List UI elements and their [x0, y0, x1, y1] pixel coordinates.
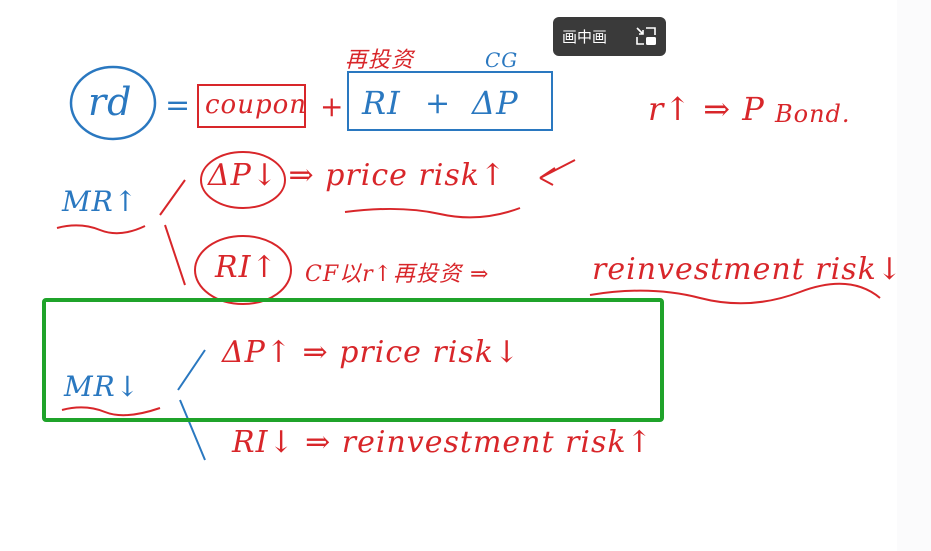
cf-note-text: CF以r↑再投资 ⇒ — [305, 262, 490, 287]
branch-lines-up — [159, 179, 186, 286]
price-risk-up-text: ΔP↓ ⇒ price risk↑ — [208, 158, 507, 193]
ri-text: RI — [362, 84, 401, 122]
coupon-box — [197, 84, 306, 128]
mr-down-text: MR↓ — [64, 370, 141, 403]
reinvestment-risk-down-text: reinvestment risk↓ — [592, 252, 903, 287]
bond-text: Bond. — [775, 100, 851, 128]
price-risk-down-text: ΔP↑ ⇒ price risk↓ — [222, 335, 521, 370]
plus-text: + — [320, 90, 345, 123]
dp-circle — [200, 151, 286, 209]
underline-price-risk — [344, 207, 521, 219]
rd-circle — [69, 65, 157, 141]
underline-mr-down — [61, 406, 161, 417]
mr-up-text: MR↑ — [62, 185, 139, 218]
ri-circle — [194, 235, 292, 305]
reinvest-cn-text: 再投资 — [345, 48, 415, 73]
plus-text: + — [425, 86, 452, 121]
side-panel — [897, 0, 931, 551]
r-up-pbond-text: r↑ ⇒ P — [648, 90, 765, 128]
cg-text: CG — [485, 48, 519, 72]
dp-text: ΔP — [472, 84, 519, 122]
arrow-icon — [539, 159, 576, 186]
picture-in-picture-button[interactable]: 画中画 — [553, 17, 666, 56]
underline-reinvestment-risk — [589, 282, 881, 305]
underline-mr-up — [56, 224, 146, 235]
ri-dp-box — [347, 71, 553, 131]
rd-text: rd — [88, 80, 133, 124]
reinvestment-risk-up-text: RI↓ ⇒ reinvestment risk↑ — [232, 425, 653, 460]
pip-label: 画中画 — [562, 28, 608, 46]
branch-lines-down — [177, 349, 206, 461]
ri-up-text: RI↑ — [215, 250, 278, 285]
highlight-box — [42, 298, 664, 422]
equals-text: = — [165, 88, 192, 123]
coupon-text: coupon — [205, 90, 308, 120]
picture-in-picture-icon — [636, 27, 656, 45]
